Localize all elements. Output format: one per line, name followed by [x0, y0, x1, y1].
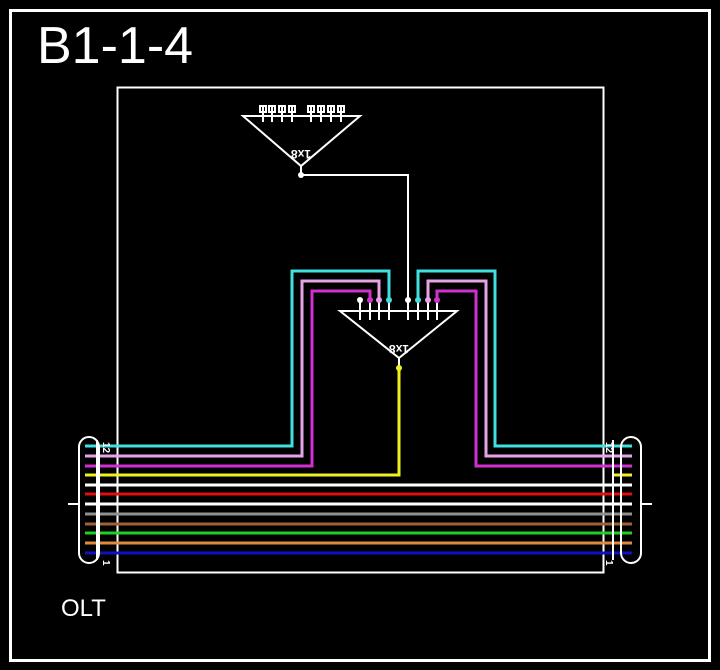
enclosure-box [116, 86, 605, 574]
svg-text:12: 12 [603, 442, 614, 454]
fiber-route-magenta-right [435, 289, 632, 468]
outer-frame [9, 9, 711, 662]
fiber-route-pink-left [85, 279, 381, 458]
fiber-route-yellow [85, 368, 401, 477]
fiber-route-magenta-left [85, 289, 372, 468]
fiber-route-cyan-right [416, 269, 632, 448]
splitter-top-ports [259, 105, 345, 122]
connector-right: 12 1 [603, 436, 652, 566]
splitter-bottom-label: 1x8 [389, 342, 409, 356]
splitter-bottom: 1x8 [337, 297, 460, 371]
splitter-top: 1x8 [240, 105, 409, 300]
splitter-top-label: 1x8 [291, 147, 311, 161]
fiber-route-pink-right [426, 279, 632, 458]
connector-left: 12 1 [68, 436, 111, 566]
olt-label: OLT [61, 595, 106, 622]
svg-text:1: 1 [603, 560, 614, 566]
svg-text:12: 12 [100, 442, 111, 454]
svg-text:1: 1 [100, 560, 111, 566]
diagram-title: B1-1-4 [37, 17, 194, 75]
fiber-route-cyan-left [85, 269, 391, 448]
